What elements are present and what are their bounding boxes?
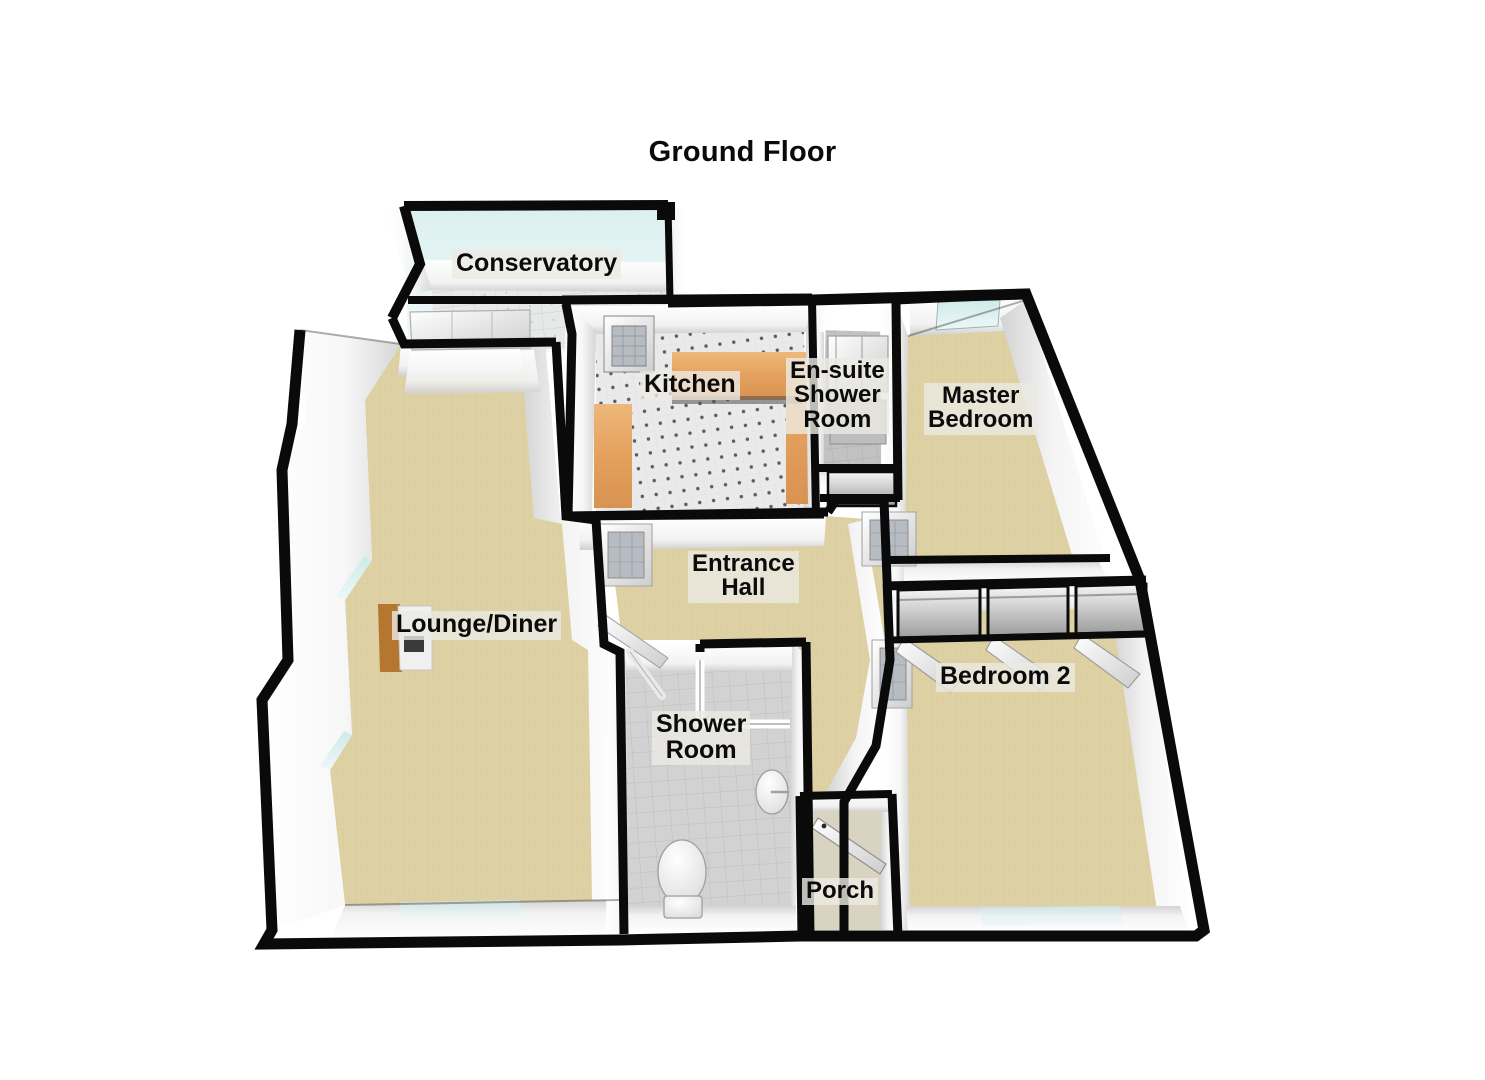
outline-kitchen-west <box>561 303 577 517</box>
porch-door <box>811 817 887 875</box>
outline-bedroom2-wardrobe-base <box>891 630 1151 644</box>
outline-master-south <box>889 554 1111 564</box>
bedroom2-window-south <box>980 906 1122 926</box>
wall-face-lounge-west <box>262 330 401 930</box>
outline-hall-east <box>839 499 895 936</box>
page-title: Ground Floor <box>648 136 837 168</box>
outline-porch-north <box>799 790 893 800</box>
outline-hall-master-jog <box>824 495 884 515</box>
wall-face-hall-east <box>826 520 888 800</box>
outline-shower-north <box>699 637 807 649</box>
wall-face-shower-south <box>622 906 802 934</box>
wall-depth-accents <box>299 299 1141 906</box>
outline-bedroom2-north <box>883 575 1147 591</box>
room-label-kitchen[interactable]: Kitchen <box>640 371 740 400</box>
lounge-window-upper <box>336 556 372 600</box>
toilet-cistern <box>663 895 703 919</box>
outline-master-north <box>895 289 1027 305</box>
room-label-bedroom-2[interactable]: Bedroom 2 <box>936 663 1075 692</box>
kitchen-window-unit <box>603 315 655 373</box>
room-label-ensuite-shower-room[interactable]: En-suite Shower Room <box>786 358 889 435</box>
outline-porch-east <box>887 793 903 937</box>
outline-lounge-north <box>387 316 557 349</box>
wall-face-master-east <box>1000 300 1112 588</box>
outline-conservatory-west <box>387 204 426 321</box>
room-label-porch[interactable]: Porch <box>802 878 879 906</box>
wall-face-lounge-east <box>520 342 620 900</box>
room-label-lounge-diner[interactable]: Lounge/Diner <box>392 611 562 640</box>
lounge-window-lower <box>320 731 352 770</box>
room-label-master-bedroom[interactable]: Master Bedroom <box>924 383 1038 435</box>
outline-conservatory-east <box>664 204 674 301</box>
room-label-entrance-hall[interactable]: Entrance Hall <box>688 551 799 603</box>
lounge-window-south <box>400 900 520 920</box>
outline-top-run <box>561 293 813 305</box>
outline-conservatory <box>403 200 669 211</box>
outline-conservatory-post <box>657 202 675 220</box>
room-label-shower-room[interactable]: Shower Room <box>652 711 751 765</box>
conservatory-glazing-panels <box>404 309 540 394</box>
outline-hall-north <box>567 507 829 521</box>
wall-outlines <box>254 200 1211 950</box>
outline-porch-west <box>795 795 807 937</box>
toilet-bowl <box>657 839 707 905</box>
room-label-conservatory[interactable]: Conservatory <box>452 250 622 279</box>
kitchen-counter-west <box>594 404 632 508</box>
outline-outer-envelope <box>254 288 1211 950</box>
